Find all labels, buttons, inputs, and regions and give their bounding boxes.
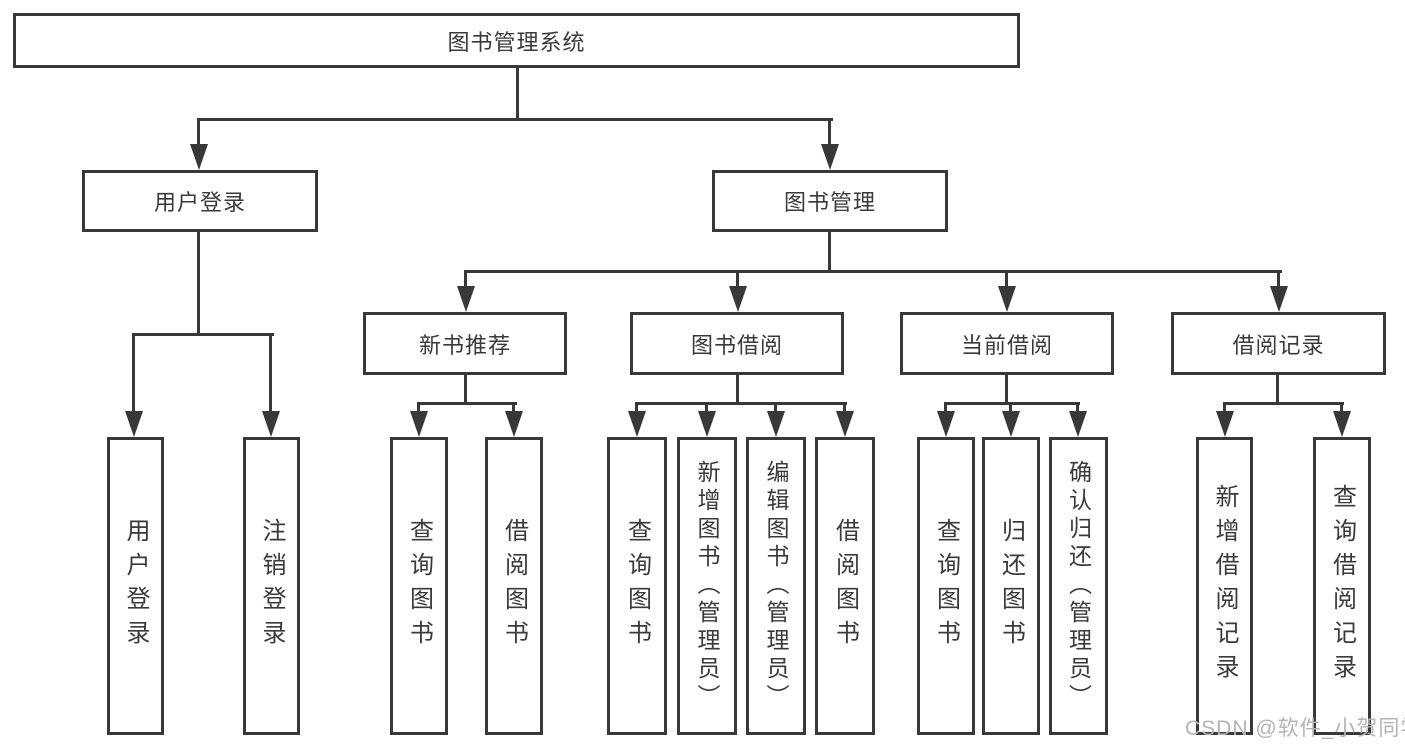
leaf-add-book-admin: 新增图书（管理员） bbox=[677, 437, 737, 735]
node-label: 新增借阅记录 bbox=[1211, 484, 1238, 688]
arrow-down-icon bbox=[505, 411, 523, 437]
leaf-return-books: 归还图书 bbox=[982, 437, 1040, 735]
connector-root-stem bbox=[516, 68, 519, 121]
node-current-borrow: 当前借阅 bbox=[900, 312, 1114, 375]
leaf-borrow-books-recommend: 借阅图书 bbox=[485, 437, 543, 735]
node-label: 确认归还（管理员） bbox=[1065, 460, 1092, 712]
connector-stem-leaf bbox=[132, 336, 135, 411]
leaf-query-books-recommend: 查询图书 bbox=[390, 437, 448, 735]
connector-stem-level3 bbox=[1005, 273, 1008, 286]
connector-stem-level3 bbox=[464, 273, 467, 286]
node-label: 用户登录 bbox=[122, 518, 149, 654]
node-label: 借阅记录 bbox=[1232, 332, 1325, 358]
connector-stem-leaf bbox=[1340, 405, 1343, 411]
node-borrow-records: 借阅记录 bbox=[1171, 312, 1386, 375]
leaf-edit-book-admin: 编辑图书（管理员） bbox=[746, 437, 806, 735]
arrow-down-icon bbox=[125, 411, 143, 437]
leaf-borrow-books: 借阅图书 bbox=[815, 437, 875, 735]
arrow-down-icon bbox=[190, 144, 208, 170]
connector-stem-user-login bbox=[197, 121, 200, 144]
node-label: 编辑图书（管理员） bbox=[763, 460, 789, 712]
node-label: 用户登录 bbox=[153, 190, 246, 215]
connector-groupA-hbar bbox=[417, 402, 517, 405]
connector-groupB-hbar bbox=[635, 402, 847, 405]
leaf-confirm-return-admin: 确认归还（管理员） bbox=[1049, 437, 1108, 735]
arrow-down-icon bbox=[1216, 411, 1234, 437]
arrow-down-icon bbox=[262, 411, 280, 437]
leaf-query-books-borrow: 查询图书 bbox=[607, 437, 667, 735]
connector-stem-leaf bbox=[635, 405, 638, 411]
leaf-query-books-current: 查询图书 bbox=[917, 437, 975, 735]
leaf-add-borrow-record: 新增借阅记录 bbox=[1196, 437, 1253, 735]
connector-groupD-hbar bbox=[1223, 402, 1344, 405]
connector-stem-level3 bbox=[1277, 273, 1280, 286]
connector-stem-leaf bbox=[1076, 405, 1079, 411]
arrow-down-icon bbox=[998, 286, 1016, 312]
connector-bookmgmt-hbar bbox=[464, 270, 1282, 273]
leaf-user-login: 用户登录 bbox=[107, 437, 164, 735]
connector-stem-leaf bbox=[417, 405, 420, 411]
connector-stem-leaf bbox=[843, 405, 846, 411]
arrow-down-icon bbox=[821, 144, 839, 170]
node-new-book-recommend: 新书推荐 bbox=[363, 312, 567, 375]
connector-stem-book-mgmt bbox=[828, 121, 831, 144]
arrow-down-icon bbox=[698, 411, 716, 437]
csdn-watermark: CSDN @软件_小贺同学 bbox=[1185, 717, 1405, 740]
arrow-down-icon bbox=[937, 411, 955, 437]
connector-userlogin-hbar bbox=[132, 333, 274, 336]
connector-groupC-stem bbox=[1005, 375, 1008, 402]
arrow-down-icon bbox=[1270, 286, 1288, 312]
node-label: 新书推荐 bbox=[418, 332, 511, 358]
node-book-borrow: 图书借阅 bbox=[630, 312, 844, 375]
connector-root-hbar bbox=[197, 118, 833, 121]
node-label: 图书管理系统 bbox=[447, 29, 586, 55]
node-label: 注销登录 bbox=[258, 518, 285, 654]
node-library-management-system: 图书管理系统 bbox=[13, 13, 1020, 68]
node-label: 查询图书 bbox=[623, 518, 651, 654]
connector-stem-leaf bbox=[1009, 405, 1012, 411]
node-label: 查询图书 bbox=[932, 518, 960, 654]
node-label: 新增图书（管理员） bbox=[694, 460, 720, 712]
arrow-down-icon bbox=[628, 411, 646, 437]
node-label: 归还图书 bbox=[997, 518, 1025, 654]
connector-stem-level3 bbox=[736, 273, 739, 286]
connector-groupD-stem bbox=[1276, 375, 1279, 402]
node-label: 借阅图书 bbox=[831, 518, 859, 654]
connector-stem-leaf bbox=[944, 405, 947, 411]
connector-stem-leaf bbox=[705, 405, 708, 411]
connector-groupC-hbar bbox=[944, 402, 1080, 405]
node-book-management: 图书管理 bbox=[712, 170, 948, 232]
connector-stem-leaf bbox=[1223, 405, 1226, 411]
node-label: 当前借阅 bbox=[960, 332, 1053, 358]
node-label: 查询借阅记录 bbox=[1328, 484, 1356, 688]
connector-groupA-stem bbox=[464, 375, 467, 402]
connector-groupB-stem bbox=[736, 375, 739, 402]
arrow-down-icon bbox=[729, 286, 747, 312]
node-label: 图书借阅 bbox=[690, 332, 783, 358]
leaf-logout: 注销登录 bbox=[243, 437, 300, 735]
arrow-down-icon bbox=[410, 411, 428, 437]
arrow-down-icon bbox=[836, 411, 854, 437]
connector-bookmgmt-stem bbox=[828, 232, 831, 270]
arrow-down-icon bbox=[1333, 411, 1351, 437]
arrow-down-icon bbox=[1069, 411, 1087, 437]
connector-userlogin-stem bbox=[197, 232, 200, 333]
node-user-login: 用户登录 bbox=[82, 170, 318, 232]
arrow-down-icon bbox=[767, 411, 785, 437]
leaf-query-borrow-record: 查询借阅记录 bbox=[1313, 437, 1371, 735]
arrow-down-icon bbox=[1002, 411, 1020, 437]
arrow-down-icon bbox=[457, 286, 475, 312]
connector-stem-leaf bbox=[774, 405, 777, 411]
connector-stem-leaf bbox=[269, 336, 272, 411]
node-label: 图书管理 bbox=[783, 190, 876, 215]
connector-stem-leaf bbox=[512, 405, 515, 411]
node-label: 借阅图书 bbox=[500, 518, 528, 654]
node-label: 查询图书 bbox=[405, 518, 433, 654]
